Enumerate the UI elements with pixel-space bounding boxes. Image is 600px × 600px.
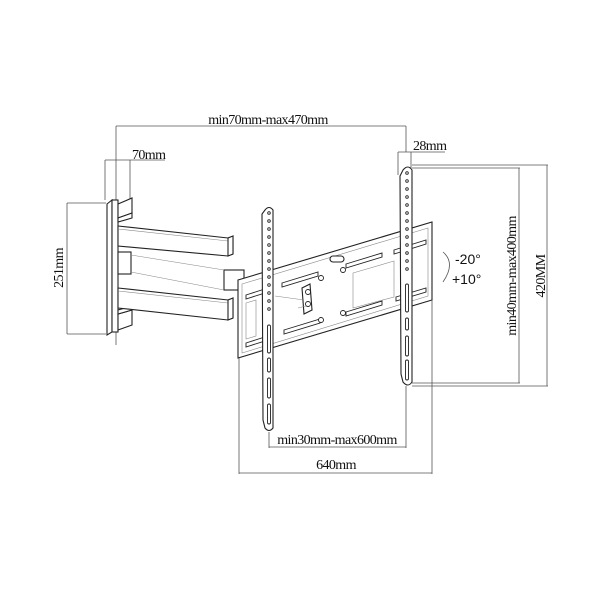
bracket-width-dimension: 640mm [238,300,433,474]
arm-extension-label: min70mm-max470mm [208,113,328,128]
left-bracket-holes [267,211,271,311]
tilt-up-label: +10° [452,271,481,287]
wall-plate-height-label: 251mm [52,247,67,287]
tilt-down-label: -20° [455,251,481,267]
tilt-indicator: -20° +10° [442,251,481,287]
wall-plate-height-dimension: 251mm [52,202,106,335]
bracket-height-label: 420MM [534,253,549,297]
wall-plate-depth-label: 70mm [132,148,166,163]
wall-plate-depth-dimension: 70mm [104,148,167,200]
right-bracket-holes [405,171,409,271]
horizontal-mounting-label: min30mm-max600mm [277,433,397,448]
left-vertical-bracket [261,206,274,432]
tv-bracket-frame [237,221,433,359]
bracket-height-dimension: 420MM [412,164,549,387]
bracket-depth-label: 28mm [413,139,447,154]
swing-arms [117,225,245,321]
vertical-mounting-label: min40mm-max400mm [505,216,520,336]
wall-plate [106,197,133,336]
right-vertical-bracket [399,166,413,386]
vertical-mounting-dimension: min40mm-max400mm [412,167,520,384]
bracket-depth-dimension: 28mm [397,139,448,175]
bracket-width-label: 640mm [316,458,356,473]
horizontal-mounting-dimension: min30mm-max600mm [268,386,407,448]
